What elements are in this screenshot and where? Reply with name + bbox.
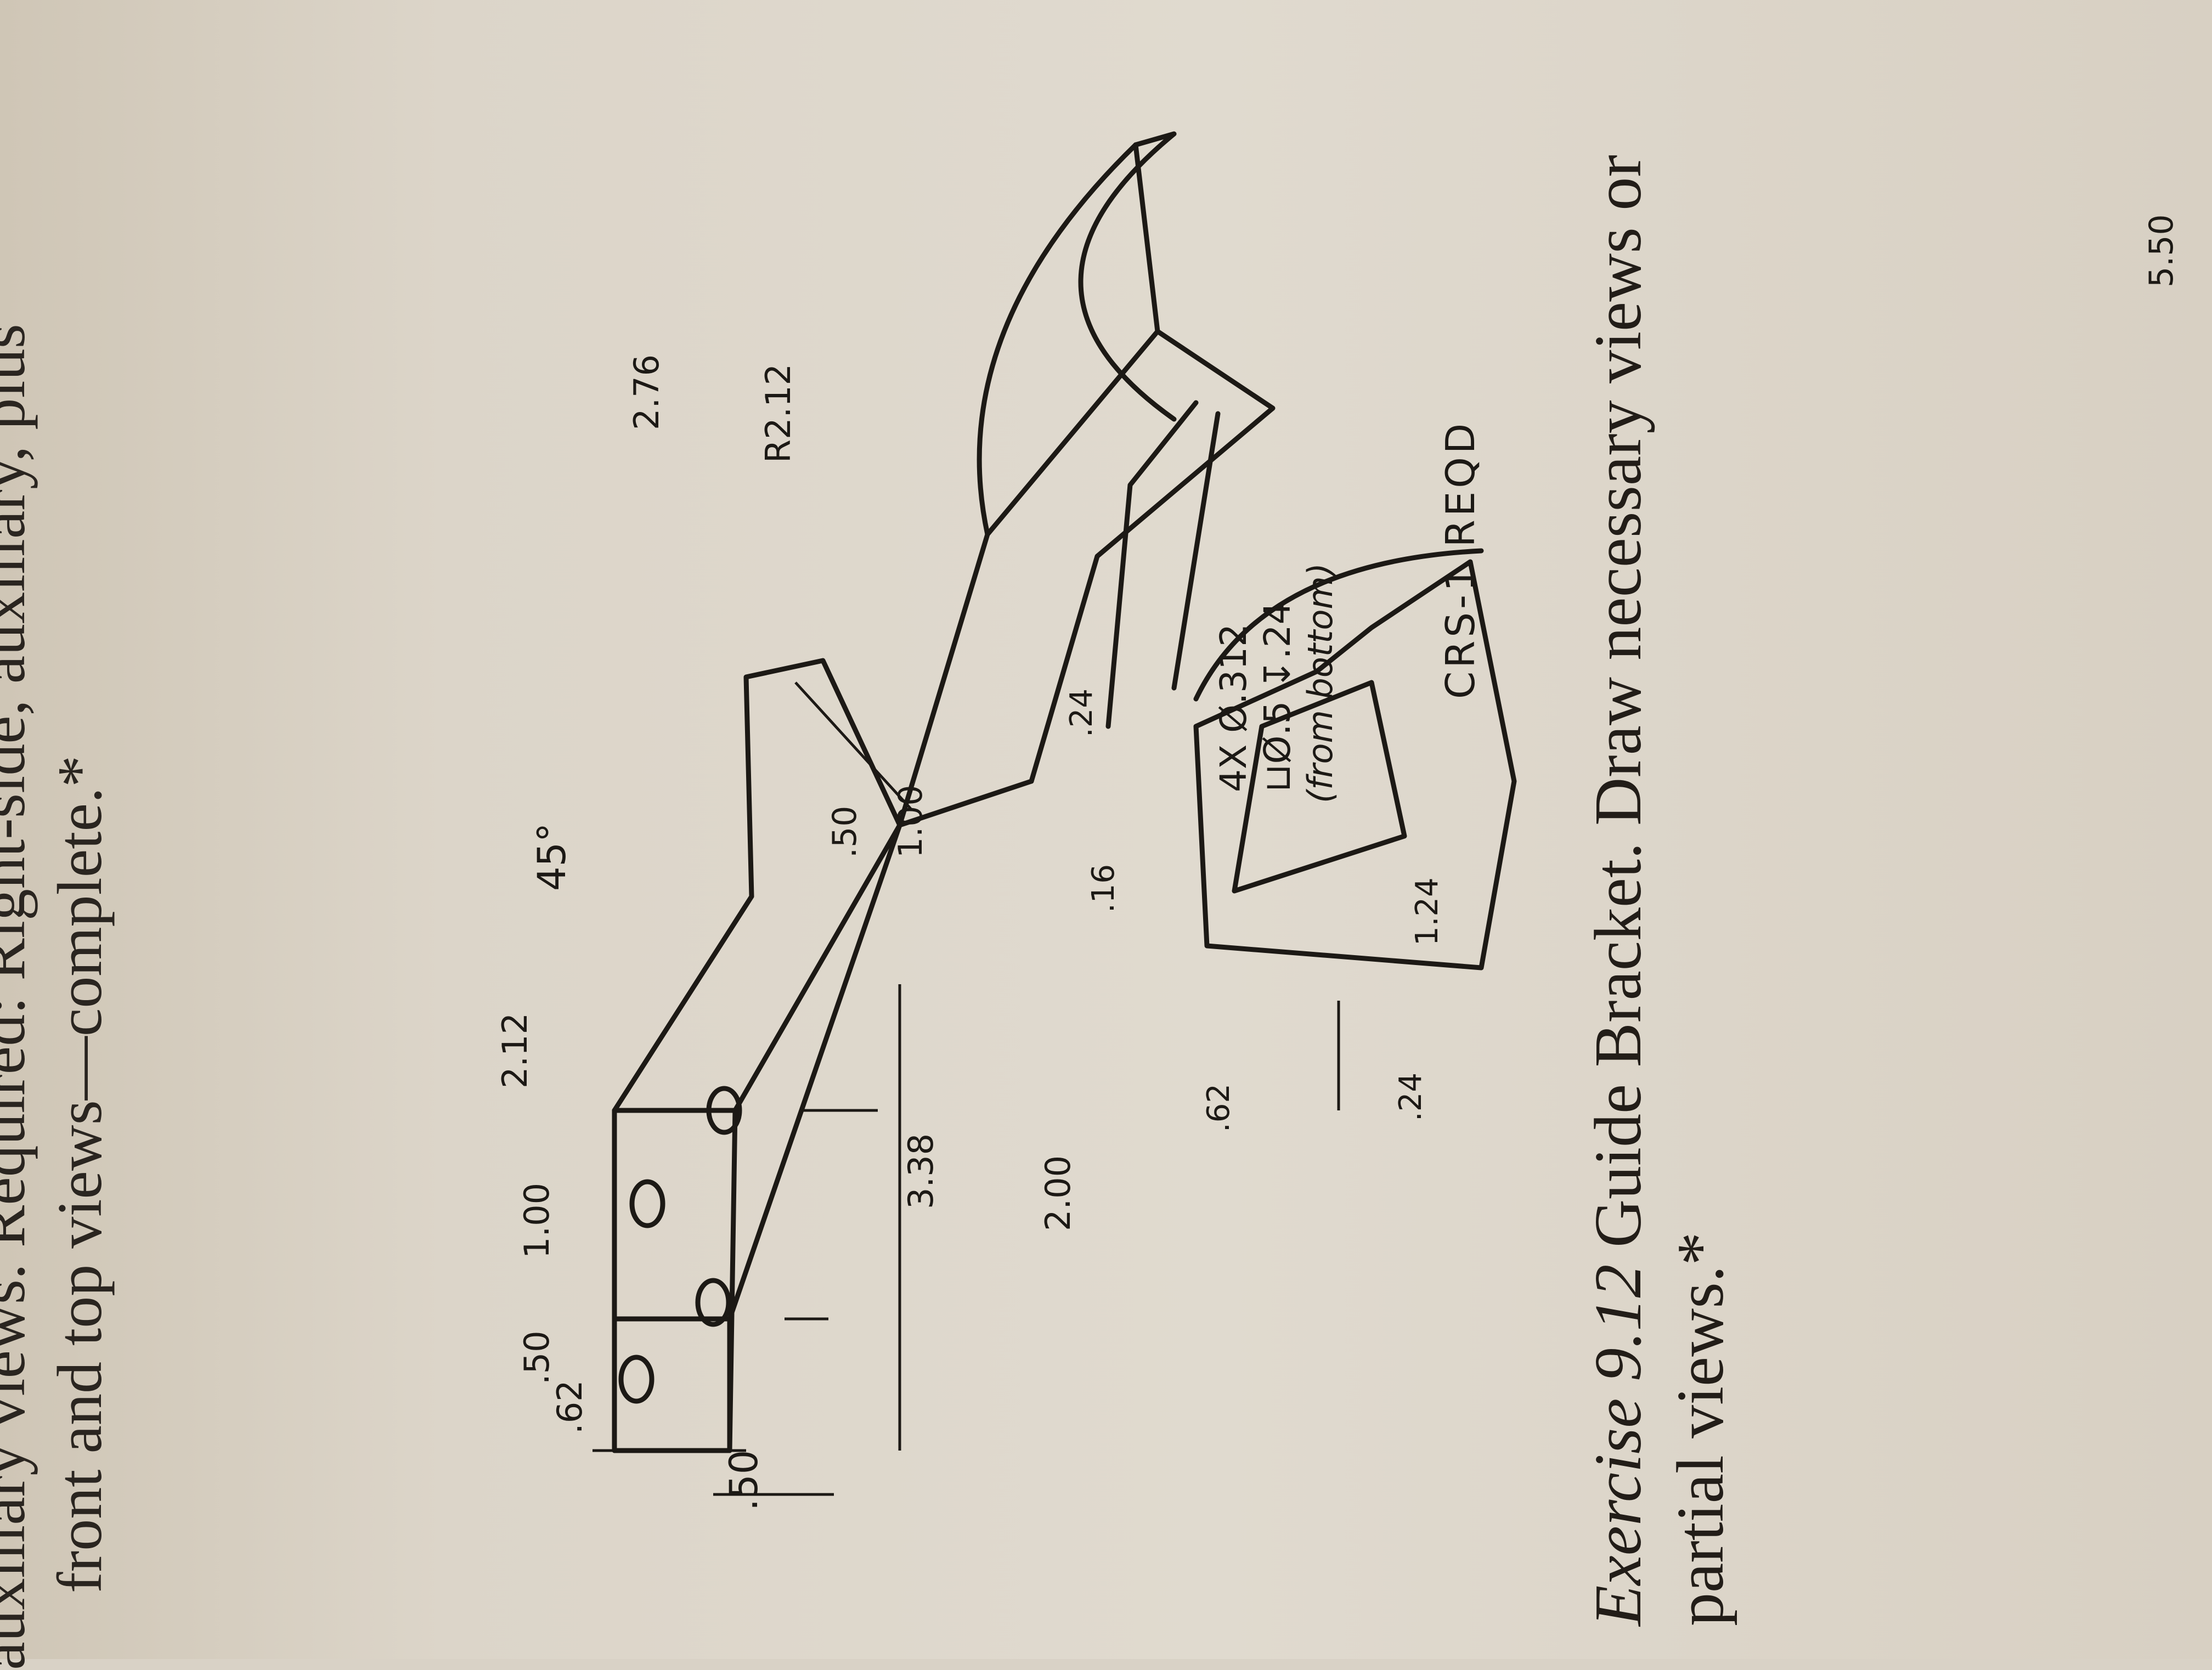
dim-24-bottom: .24 [1393,1073,1429,1121]
hole-4 [706,1086,742,1135]
dim-50-small: .50 [517,1330,557,1385]
dim-24-top: .24 [1064,689,1099,737]
hole-1 [618,1355,654,1404]
base-plate [612,1316,732,1453]
exercise-caption-line-1: Exercise 9.12 Guide Bracket. Draw necess… [1580,155,1657,1626]
dim-r212: R2.12 [758,364,798,463]
exercise-title: Guide Bracket. Draw necessary views or [1581,155,1655,1248]
dim-50-slot: .50 [826,806,864,858]
material-note: CRS-1 REQD [1437,420,1483,699]
dim-16: .16 [1086,864,1121,913]
dim-338: 3.38 [901,1133,941,1209]
hole-3 [695,1278,731,1327]
dim-62: .62 [550,1380,590,1434]
angled-web [897,329,1276,828]
dim-45: 45° [529,823,574,891]
dim-200: 2.00 [1038,1155,1078,1231]
dim-100-left: 1.00 [517,1183,557,1259]
exercise-number: Exercise 9.12 [1581,1264,1655,1626]
dim-550: 5.50 [2142,214,2181,287]
dim-100-slot: 1.00 [891,785,930,858]
dim-212: 2.12 [495,1013,535,1088]
hole-note-line-2: ⊔Ø.5 ↧.24 [1256,601,1299,792]
dim-276: 2.76 [627,354,667,430]
dim-124: 1.24 [1409,877,1445,946]
hole-note-line-3: (from bottom) [1300,563,1340,803]
dim-62-detail: .62 [1201,1084,1237,1132]
hole-2 [629,1179,665,1228]
hole-note-line-1: 4X Ø.312 [1212,623,1255,792]
detail-section [1193,559,1517,971]
exercise-caption-line-2: partial views.* [1663,1232,1737,1626]
dim-50-bottom: .50 [721,1450,766,1511]
arc-boss [977,131,1177,537]
